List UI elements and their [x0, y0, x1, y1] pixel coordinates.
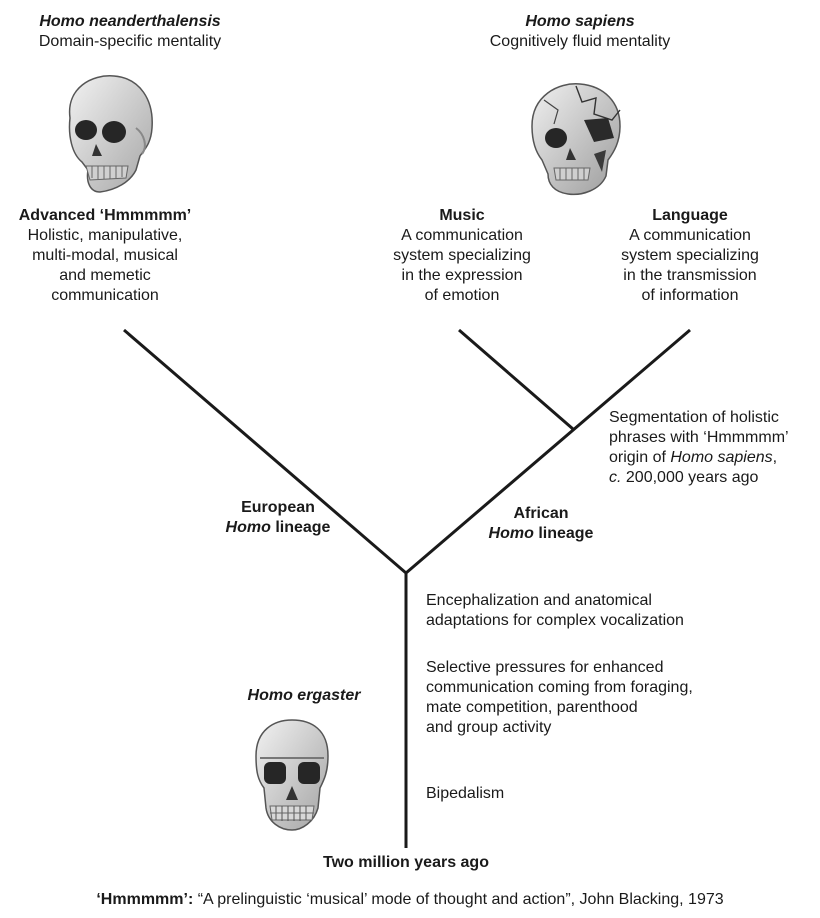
hmmmmm-title: Advanced ‘Hmmmmm’ — [18, 207, 192, 224]
segmentation-line-4: c. 200,000 years ago — [609, 468, 814, 488]
music-line-4: of emotion — [424, 287, 500, 304]
base-time-text: Two million years ago — [323, 854, 489, 871]
european-lineage-word: lineage — [270, 519, 331, 536]
music-title: Music — [439, 207, 485, 224]
segmentation-species: Homo sapiens — [670, 449, 773, 466]
african-branch-line — [405, 328, 691, 575]
language-title: Language — [652, 207, 728, 224]
ergaster-name: Homo ergaster — [247, 687, 361, 704]
language-branch-block: Language A communication system speciali… — [590, 206, 790, 306]
base-time-label: Two million years ago — [306, 853, 506, 873]
pressures-line-1: Selective pressures for enhanced — [426, 659, 664, 676]
language-line-4: of information — [641, 287, 739, 304]
neanderthal-header: Homo neanderthalensis Domain-specific me… — [0, 12, 260, 52]
sapiens-skull-icon — [531, 83, 621, 196]
sapiens-name: Homo sapiens — [525, 13, 635, 30]
segmentation-comma: , — [772, 449, 778, 466]
neanderthal-name: Homo neanderthalensis — [39, 13, 221, 30]
ergaster-skull-icon — [255, 719, 329, 831]
language-line-2: system specializing — [621, 247, 759, 264]
encephalization-line-2: adaptations for complex vocalization — [426, 612, 684, 629]
music-line-2: system specializing — [393, 247, 531, 264]
music-line-3: in the expression — [401, 267, 523, 284]
european-lineage-line-1: European — [241, 499, 315, 516]
neanderthal-skull-icon — [68, 75, 153, 193]
hmmmmm-line-1: Holistic, manipulative, — [27, 227, 183, 244]
music-branch-line — [458, 328, 574, 431]
segmentation-date: 200,000 years ago — [621, 469, 759, 486]
european-branch-line — [123, 328, 407, 575]
footnote-term: ‘Hmmmmm’: — [96, 891, 194, 908]
african-lineage-line-1: African — [513, 505, 569, 522]
sapiens-header: Homo sapiens Cognitively fluid mentality — [450, 12, 710, 52]
segmentation-line-1: Segmentation of holistic — [609, 409, 779, 426]
segmentation-line-2: phrases with ‘Hmmmmm’ — [609, 429, 789, 446]
european-homo: Homo — [225, 519, 271, 536]
european-lineage-label: European Homo lineage — [208, 498, 348, 538]
african-homo: Homo — [488, 525, 534, 542]
hmmmmm-branch-block: Advanced ‘Hmmmmm’ Holistic, manipulative… — [0, 206, 210, 306]
segmentation-origin-text: origin of — [609, 449, 671, 466]
language-line-3: in the transmission — [623, 267, 757, 284]
segmentation-circa: c. — [609, 469, 622, 486]
language-line-1: A communication — [629, 227, 751, 244]
segmentation-note: Segmentation of holistic phrases with ‘H… — [609, 408, 814, 488]
music-branch-block: Music A communication system specializin… — [362, 206, 562, 306]
encephalization-line-1: Encephalization and anatomical — [426, 592, 652, 609]
pressures-line-3: mate competition, parenthood — [426, 699, 638, 716]
neanderthal-mentality: Domain-specific mentality — [38, 33, 222, 50]
hmmmmm-line-3: and memetic — [59, 267, 151, 284]
african-lineage-word: lineage — [533, 525, 594, 542]
encephalization-note: Encephalization and anatomical adaptatio… — [426, 591, 816, 631]
footnote-definition: “A prelinguistic ‘musical’ mode of thoug… — [193, 891, 724, 908]
footnote: ‘Hmmmmm’: “A prelinguistic ‘musical’ mod… — [0, 890, 820, 910]
music-line-1: A communication — [401, 227, 523, 244]
hmmmmm-line-2: multi-modal, musical — [32, 247, 178, 264]
segmentation-line-3: origin of Homo sapiens, — [609, 448, 814, 468]
bipedalism-text: Bipedalism — [426, 785, 505, 802]
pressures-line-2: communication coming from foraging, — [426, 679, 693, 696]
african-lineage-label: African Homo lineage — [471, 504, 611, 544]
ergaster-header: Homo ergaster — [234, 686, 374, 706]
sapiens-mentality: Cognitively fluid mentality — [489, 33, 671, 50]
pressures-note: Selective pressures for enhanced communi… — [426, 658, 816, 738]
hmmmmm-line-4: communication — [51, 287, 159, 304]
pressures-line-4: and group activity — [426, 719, 552, 736]
bipedalism-note: Bipedalism — [426, 784, 626, 804]
